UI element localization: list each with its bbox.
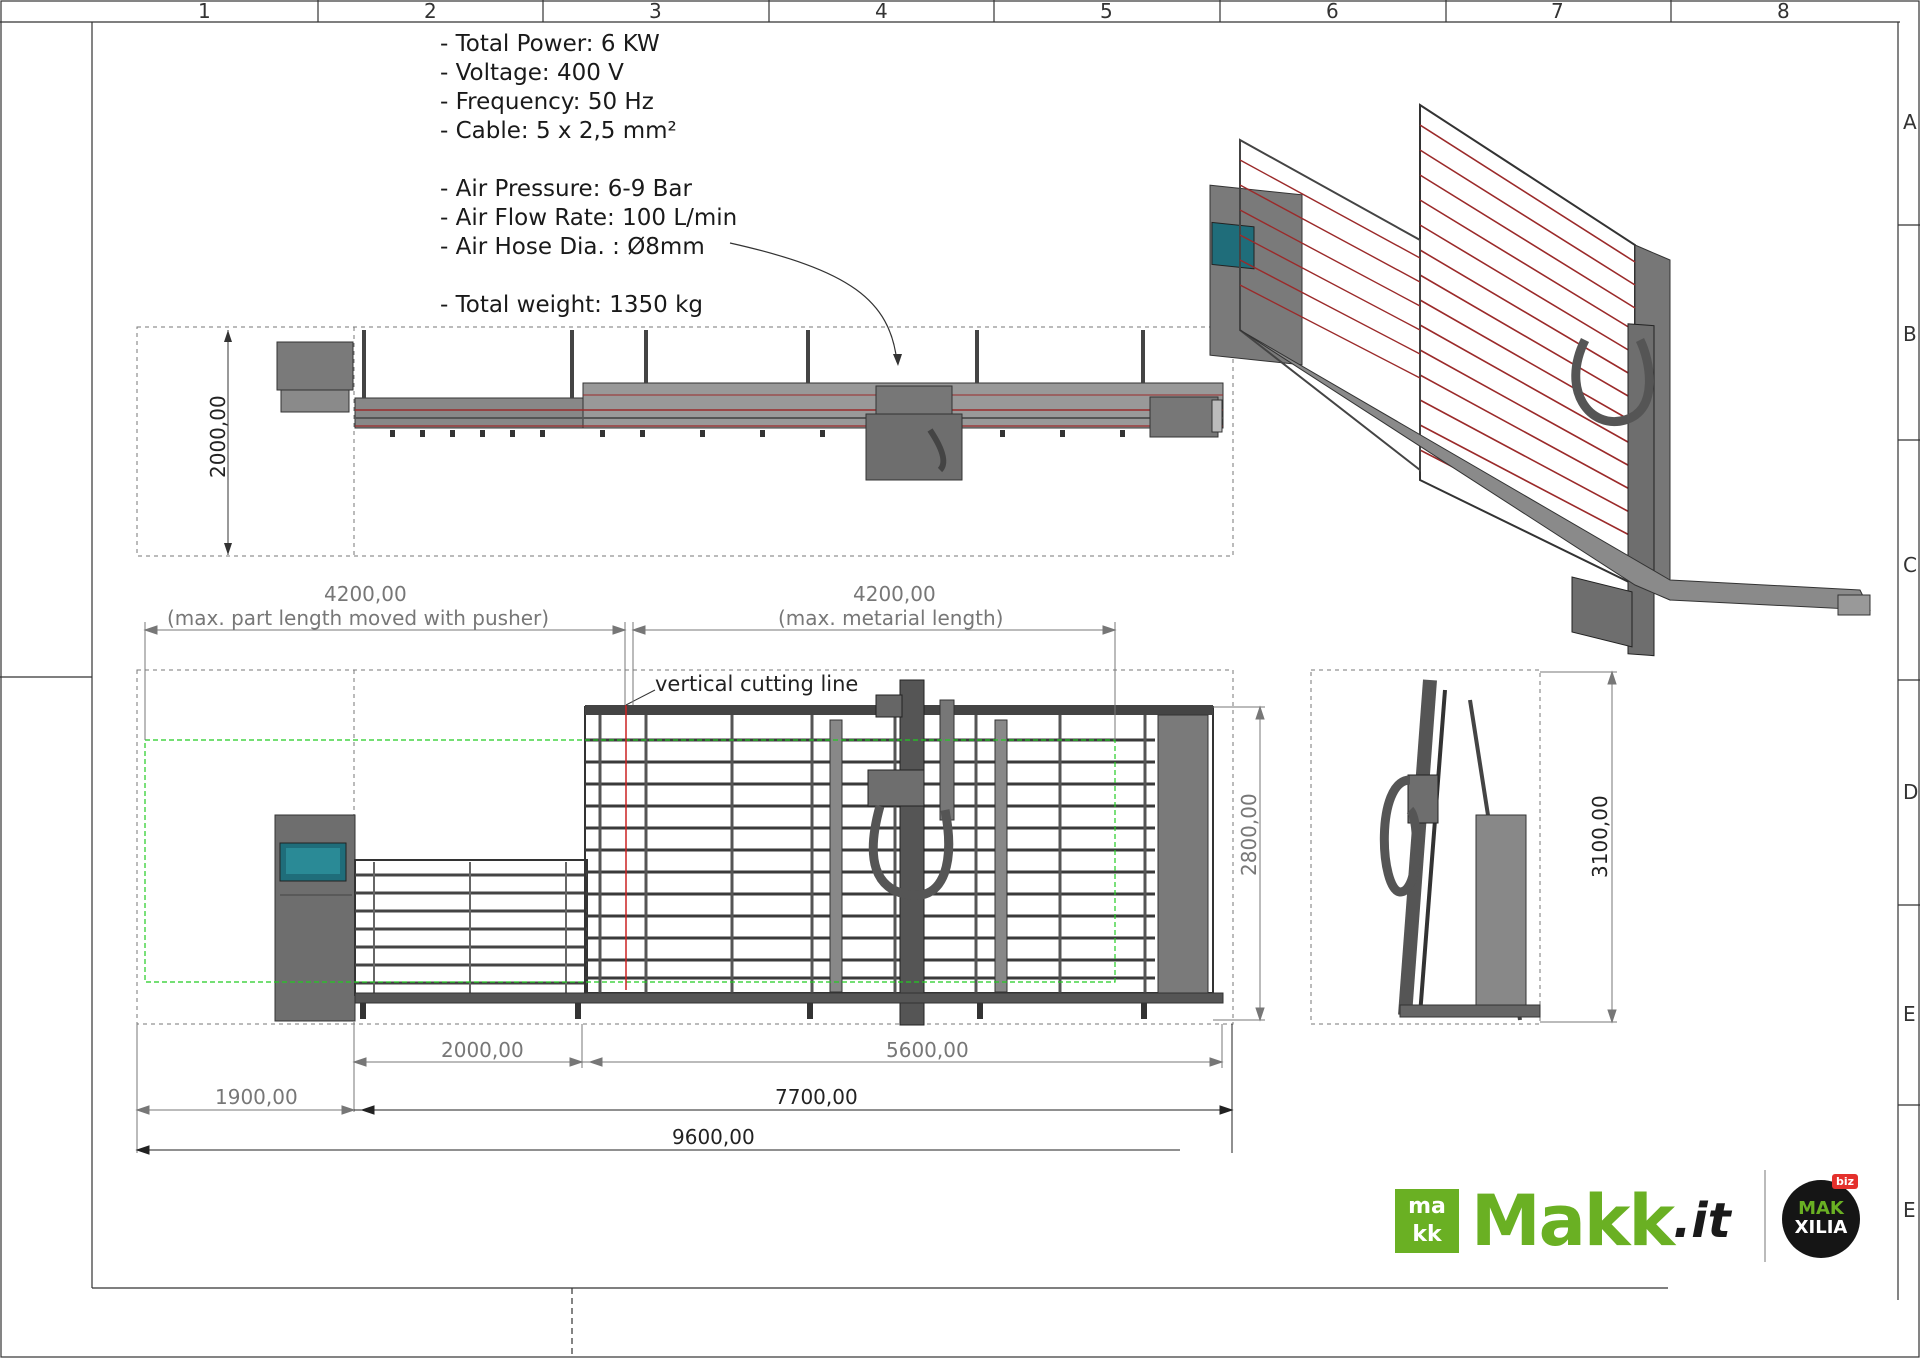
grid-row-c: C	[1903, 553, 1917, 577]
cutting-line-label: vertical cutting line	[655, 672, 859, 696]
iso-hmi-screen	[1211, 221, 1255, 270]
saw-head-hose	[868, 804, 954, 900]
grid-row-a: A	[1903, 110, 1917, 134]
iso-hose	[1571, 337, 1654, 426]
machine-base	[354, 992, 1224, 1004]
side-height-dim: 3100,00	[1588, 795, 1612, 878]
makk-logo: ma kk Makk .it	[1395, 1180, 1731, 1262]
grid-row-e: E	[1903, 1002, 1916, 1026]
top-view-envelope	[136, 326, 1234, 557]
grid-col-5: 5	[1100, 0, 1113, 23]
spec-spacer	[440, 146, 737, 175]
grid-col-2: 2	[424, 0, 437, 23]
front-view	[135, 622, 1265, 1155]
iso-loading-rack	[1239, 138, 1421, 473]
grid-col-3: 3	[649, 0, 662, 23]
isometric-view	[1209, 103, 1871, 657]
logo-mark-bottom: kk	[1412, 1222, 1442, 1247]
dim-9600: 9600,00	[672, 1125, 755, 1149]
spec-leader-arrow	[729, 242, 898, 363]
logo-divider	[1764, 1170, 1766, 1262]
grid-col-4: 4	[875, 0, 888, 23]
grid-col-8: 8	[1777, 0, 1790, 23]
spec-power: - Total Power: 6 KW	[440, 31, 660, 57]
top-view	[136, 242, 1234, 557]
spec-voltage: - Voltage: 400 V	[440, 60, 624, 86]
spec-frequency: - Frequency: 50 Hz	[440, 89, 654, 115]
pusher-dim: 4200,00	[324, 582, 407, 606]
grid-col-7: 7	[1551, 0, 1564, 23]
grid-row-d: D	[1903, 780, 1919, 804]
right-panel	[1157, 714, 1209, 994]
makk-logo-mark: ma kk	[1395, 1189, 1459, 1253]
control-cabinet-top	[276, 341, 354, 391]
iso-saw-head	[1571, 576, 1633, 648]
specifications-list: - Total Power: 6 KW - Voltage: 400 V - F…	[440, 30, 737, 320]
spec-weight: - Total weight: 1350 kg	[440, 292, 704, 318]
saw-head-top	[875, 385, 953, 417]
side-view	[1310, 669, 1617, 1025]
logo-domain: .it	[1673, 1193, 1731, 1249]
saw-column	[899, 679, 925, 1026]
badge-top: MAK	[1798, 1198, 1844, 1219]
spec-air-flow: - Air Flow Rate: 100 L/min	[440, 205, 738, 231]
dim-7700: 7700,00	[775, 1085, 858, 1109]
pusher-label: (max. part length moved with pusher)	[167, 606, 550, 630]
dim-5600: 5600,00	[886, 1038, 969, 1062]
logo-mark-top: ma	[1408, 1194, 1446, 1219]
dim-1900: 1900,00	[215, 1085, 298, 1109]
iso-base	[1239, 329, 1871, 611]
grid-row-b: B	[1903, 322, 1917, 346]
iso-control-cabinet	[1209, 184, 1303, 366]
top-depth-dim: 2000,00	[206, 395, 230, 478]
side-hose	[1379, 775, 1421, 897]
material-label: (max. metarial length)	[778, 606, 1004, 630]
side-view-envelope	[1310, 669, 1541, 1025]
spec-air-hose: - Air Hose Dia. : Ø8mm	[440, 234, 705, 260]
front-view-envelope	[136, 669, 1234, 1025]
badge-tag: biz	[1831, 1174, 1858, 1189]
machine-beam-top	[354, 397, 586, 429]
grid-col-6: 6	[1326, 0, 1339, 23]
makxilia-badge: MAK XILIA biz	[1782, 1174, 1860, 1258]
spec-cable: - Cable: 5 x 2,5 mm²	[440, 118, 677, 144]
logo-brand: Makk	[1471, 1180, 1675, 1262]
material-dim: 4200,00	[853, 582, 936, 606]
dim-2000: 2000,00	[441, 1038, 524, 1062]
grid-col-1: 1	[198, 0, 211, 23]
saw-head-front	[867, 769, 925, 807]
spec-air-pressure: - Air Pressure: 6-9 Bar	[440, 176, 692, 202]
grid-row-e-lower: E	[1903, 1198, 1916, 1222]
spec-spacer-2	[440, 262, 737, 291]
badge-bottom: XILIA	[1794, 1217, 1848, 1238]
front-height-dim: 2800,00	[1237, 793, 1261, 876]
material-outline	[144, 739, 1116, 983]
